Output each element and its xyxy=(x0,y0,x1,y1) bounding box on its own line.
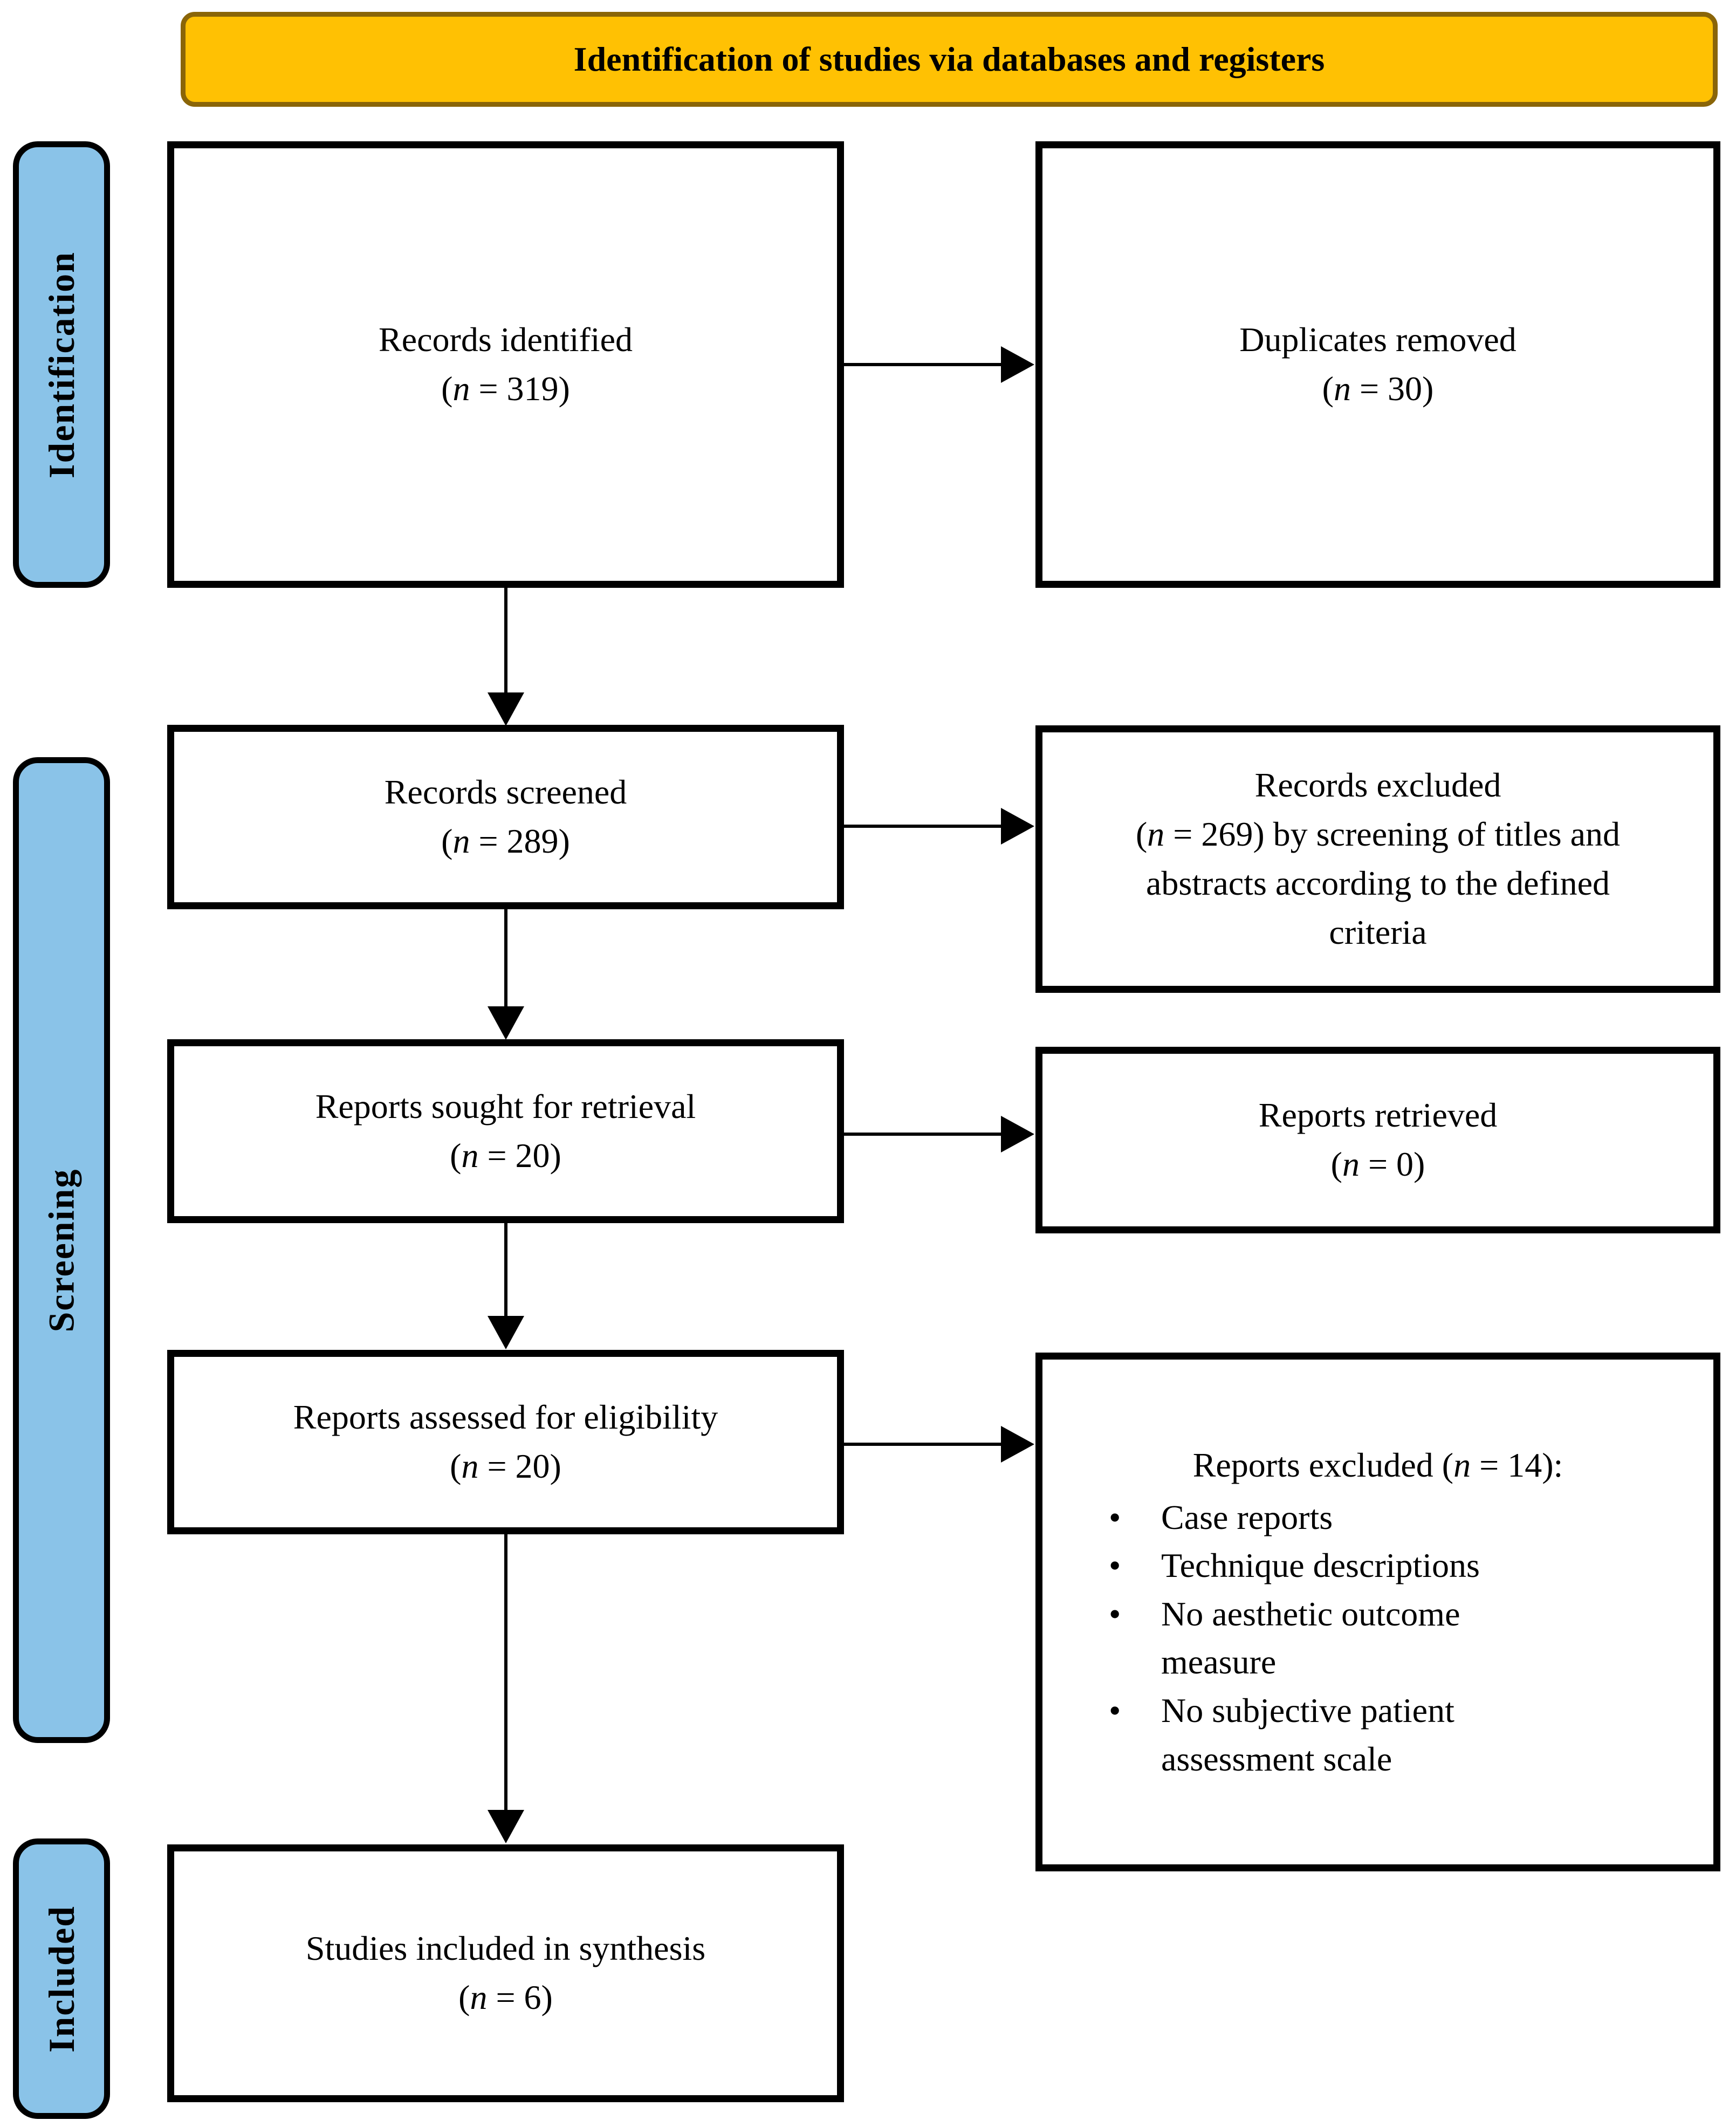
arrow-screened-to-excluded xyxy=(844,808,1034,845)
box-reports-assessed: Reports assessed for eligibility (n = 20… xyxy=(167,1350,844,1534)
list-item: No aesthetic outcome measure xyxy=(1094,1590,1571,1686)
box-count: (n = 0) xyxy=(1330,1145,1425,1183)
stage-label-included: Included xyxy=(13,1838,110,2119)
arrow-head xyxy=(488,692,524,726)
box-studies-included: Studies included in synthesis (n = 6) xyxy=(167,1844,844,2102)
arrow-assessed-to-reports-excluded xyxy=(844,1426,1034,1463)
arrow-head xyxy=(1001,346,1034,383)
arrow-sought-to-retrieved xyxy=(844,1116,1034,1152)
box-title: Duplicates removed xyxy=(1239,320,1517,359)
box-count: (n = 20) xyxy=(450,1447,561,1485)
box-title: Reports excluded (n = 14): xyxy=(1192,1445,1563,1484)
arrow-head xyxy=(488,1810,524,1843)
arrow-screened-to-sought xyxy=(488,909,524,1040)
box-records-identified: Records identified (n = 319) xyxy=(167,141,844,588)
box-body: (n = 269) by screening of titles and abs… xyxy=(1135,815,1621,951)
box-count: (n = 319) xyxy=(441,369,570,408)
list-item: Case reports xyxy=(1094,1493,1571,1542)
arrow-head xyxy=(1001,1116,1034,1152)
arrow-identified-to-screened xyxy=(488,588,524,726)
box-duplicates-removed: Duplicates removed (n = 30) xyxy=(1035,141,1720,588)
box-title: Reports assessed for eligibility xyxy=(293,1398,718,1437)
arrow-assessed-to-included xyxy=(488,1534,524,1843)
arrow-head xyxy=(1001,808,1034,845)
header-banner: Identification of studies via databases … xyxy=(181,12,1718,107)
box-count: (n = 30) xyxy=(1322,369,1434,408)
box-reports-retrieved: Reports retrieved (n = 0) xyxy=(1035,1047,1720,1233)
box-title: Records screened xyxy=(384,773,627,812)
box-title: Records excluded xyxy=(1254,766,1501,805)
exclusion-reasons-list: Case reports Technique descriptions No a… xyxy=(1094,1493,1571,1783)
box-count: (n = 20) xyxy=(450,1136,561,1175)
arrow-head xyxy=(1001,1426,1034,1463)
box-title: Reports sought for retrieval xyxy=(315,1087,696,1126)
stage-label-screening: Screening xyxy=(13,757,110,1743)
stage-label-included-text: Included xyxy=(40,1905,82,2053)
box-title: Records identified xyxy=(379,320,633,359)
box-count: (n = 6) xyxy=(458,1978,553,2016)
box-records-excluded: Records excluded (n = 269) by screening … xyxy=(1035,725,1720,993)
header-title: Identification of studies via databases … xyxy=(573,40,1325,78)
stage-label-screening-text: Screening xyxy=(40,1168,82,1332)
arrow-head xyxy=(488,1316,524,1349)
box-records-screened: Records screened (n = 289) xyxy=(167,725,844,909)
arrow-identified-to-duplicates xyxy=(844,346,1034,383)
stage-label-identification: Identification xyxy=(13,141,110,588)
box-title: Studies included in synthesis xyxy=(305,1929,706,1968)
stage-label-identification-text: Identification xyxy=(40,251,82,478)
list-item: No subjective patient assessment scale xyxy=(1094,1686,1571,1783)
box-count: (n = 289) xyxy=(441,822,570,860)
arrow-head xyxy=(488,1006,524,1040)
box-reports-sought: Reports sought for retrieval (n = 20) xyxy=(167,1039,844,1223)
list-item: Technique descriptions xyxy=(1094,1541,1571,1590)
box-reports-excluded: Reports excluded (n = 14): Case reports … xyxy=(1035,1353,1720,1871)
box-title: Reports retrieved xyxy=(1258,1096,1498,1135)
arrow-sought-to-assessed xyxy=(488,1223,524,1349)
